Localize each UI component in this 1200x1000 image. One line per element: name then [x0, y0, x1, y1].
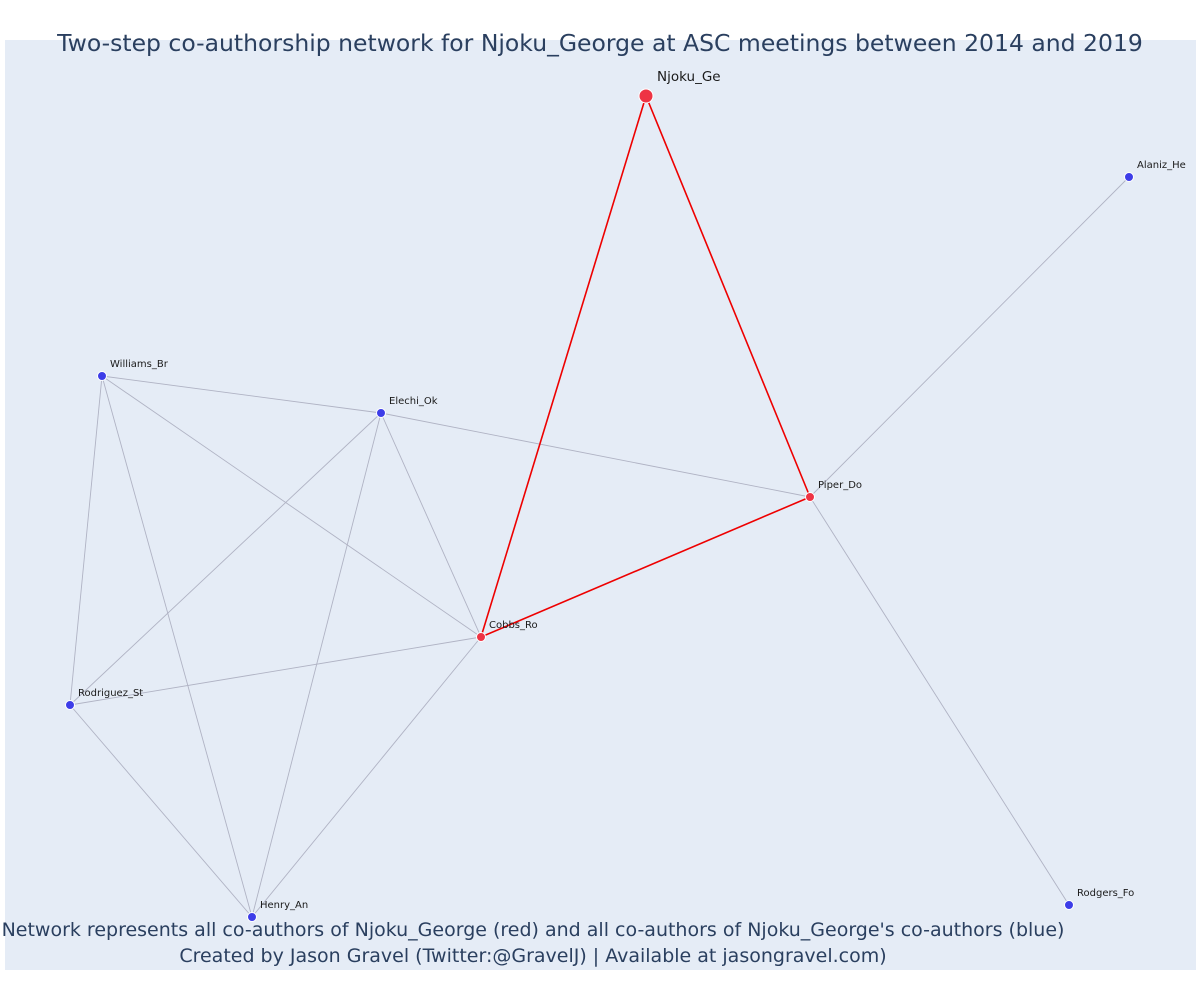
edge-Williams_Br-Henry_An: [101, 375, 253, 918]
node-label-Elechi_Ok: Elechi_Ok: [389, 396, 438, 407]
edge-Elechi_Ok-Henry_An: [251, 412, 382, 918]
node-label-Alaniz_He: Alaniz_He: [1137, 160, 1186, 171]
plot-area: [5, 40, 1196, 970]
chart-title: Two-step co-authorship network for Njoku…: [57, 29, 1143, 57]
edge-Rodriguez_St-Henry_An: [69, 704, 253, 918]
node-label-Rodgers_Fo: Rodgers_Fo: [1077, 888, 1134, 899]
label-layer: Njoku_GeAlaniz_HeWilliams_BrElechi_OkPip…: [78, 69, 1186, 911]
edge-Cobbs_Ro-Henry_An: [251, 636, 482, 918]
edge-Cobbs_Ro-Rodriguez_St: [69, 636, 482, 706]
node-Rodriguez_St[interactable]: [65, 700, 75, 710]
edge-Williams_Br-Elechi_Ok: [101, 375, 382, 414]
edge-Njoku_Ge-Piper_Do: [645, 95, 811, 498]
node-label-Williams_Br: Williams_Br: [110, 359, 169, 370]
node-Cobbs_Ro[interactable]: [476, 632, 486, 642]
edge-Williams_Br-Rodriguez_St: [69, 375, 103, 706]
node-label-Cobbs_Ro: Cobbs_Ro: [489, 620, 538, 631]
node-Elechi_Ok[interactable]: [376, 408, 386, 418]
edge-Piper_Do-Elechi_Ok: [380, 412, 811, 498]
node-Alaniz_He[interactable]: [1124, 172, 1134, 182]
node-Rodgers_Fo[interactable]: [1064, 900, 1074, 910]
node-Piper_Do[interactable]: [805, 492, 815, 502]
edge-Elechi_Ok-Cobbs_Ro: [380, 412, 482, 638]
edge-Piper_Do-Alaniz_He: [809, 176, 1130, 498]
footer-line-2: Created by Jason Gravel (Twitter:@Gravel…: [179, 945, 887, 967]
edge-Elechi_Ok-Rodriguez_St: [69, 412, 382, 706]
edge-Piper_Do-Rodgers_Fo: [809, 496, 1070, 906]
edge-Williams_Br-Cobbs_Ro: [101, 375, 482, 638]
node-label-Piper_Do: Piper_Do: [818, 480, 862, 491]
edge-layer: [69, 95, 1130, 918]
node-Njoku_Ge[interactable]: [638, 88, 654, 104]
edge-Cobbs_Ro-Piper_Do: [480, 496, 811, 638]
node-layer: [65, 88, 1134, 922]
footer-line-1: Network represents all co-authors of Njo…: [1, 919, 1065, 941]
node-label-Henry_An: Henry_An: [260, 900, 308, 911]
node-label-Njoku_Ge: Njoku_Ge: [657, 69, 721, 85]
node-Williams_Br[interactable]: [97, 371, 107, 381]
footer-caption: Network represents all co-authors of Njo…: [0, 917, 1066, 969]
edge-Njoku_Ge-Cobbs_Ro: [480, 95, 647, 638]
node-label-Rodriguez_St: Rodriguez_St: [78, 688, 143, 699]
node-Henry_An[interactable]: [247, 912, 257, 922]
